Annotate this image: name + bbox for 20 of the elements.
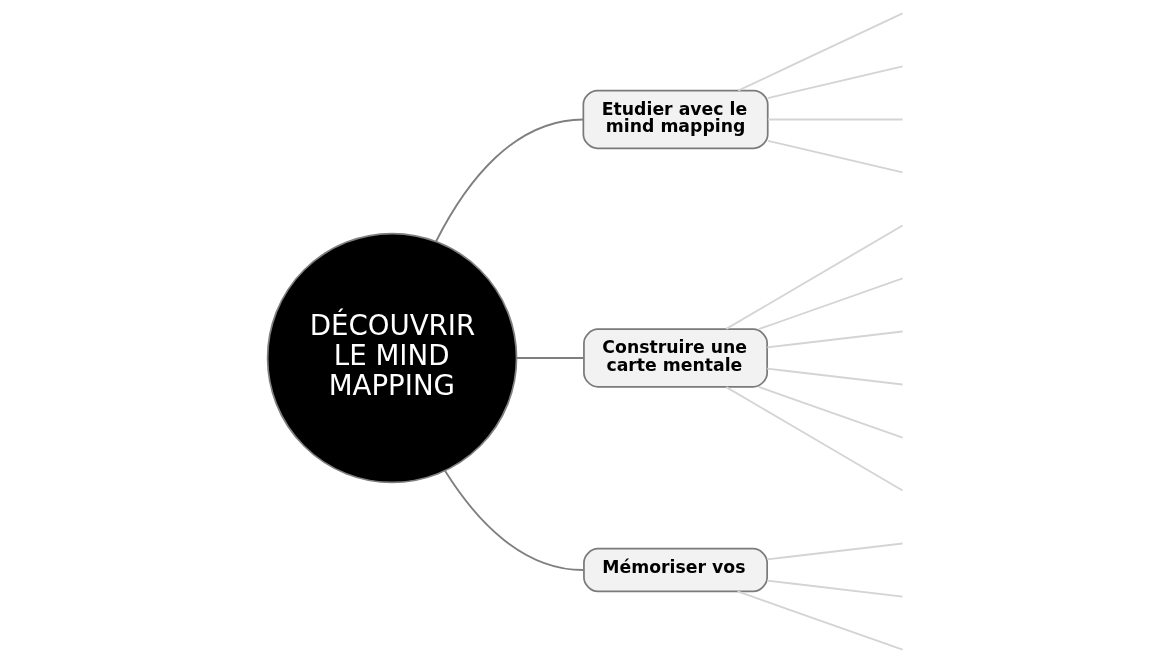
connector xyxy=(765,330,903,349)
node-box: Mémoriser vos xyxy=(582,547,768,593)
connector xyxy=(724,224,903,330)
node-box: Construire une carte mentale xyxy=(582,328,768,388)
connector xyxy=(765,579,903,598)
node-box: Etudier avec le mind mapping xyxy=(582,89,769,150)
connector xyxy=(736,590,903,651)
connector xyxy=(766,118,903,121)
node-circle: DÉCOUVRIR LE MIND MAPPING xyxy=(266,232,517,484)
connector xyxy=(766,65,903,99)
connector xyxy=(724,386,903,492)
connector xyxy=(766,139,903,174)
connector xyxy=(443,469,584,571)
connector xyxy=(757,277,903,331)
connector xyxy=(765,367,903,386)
connector xyxy=(736,12,903,92)
connector xyxy=(434,118,584,243)
connector xyxy=(757,385,903,439)
connector xyxy=(515,357,584,359)
connector xyxy=(765,542,903,561)
